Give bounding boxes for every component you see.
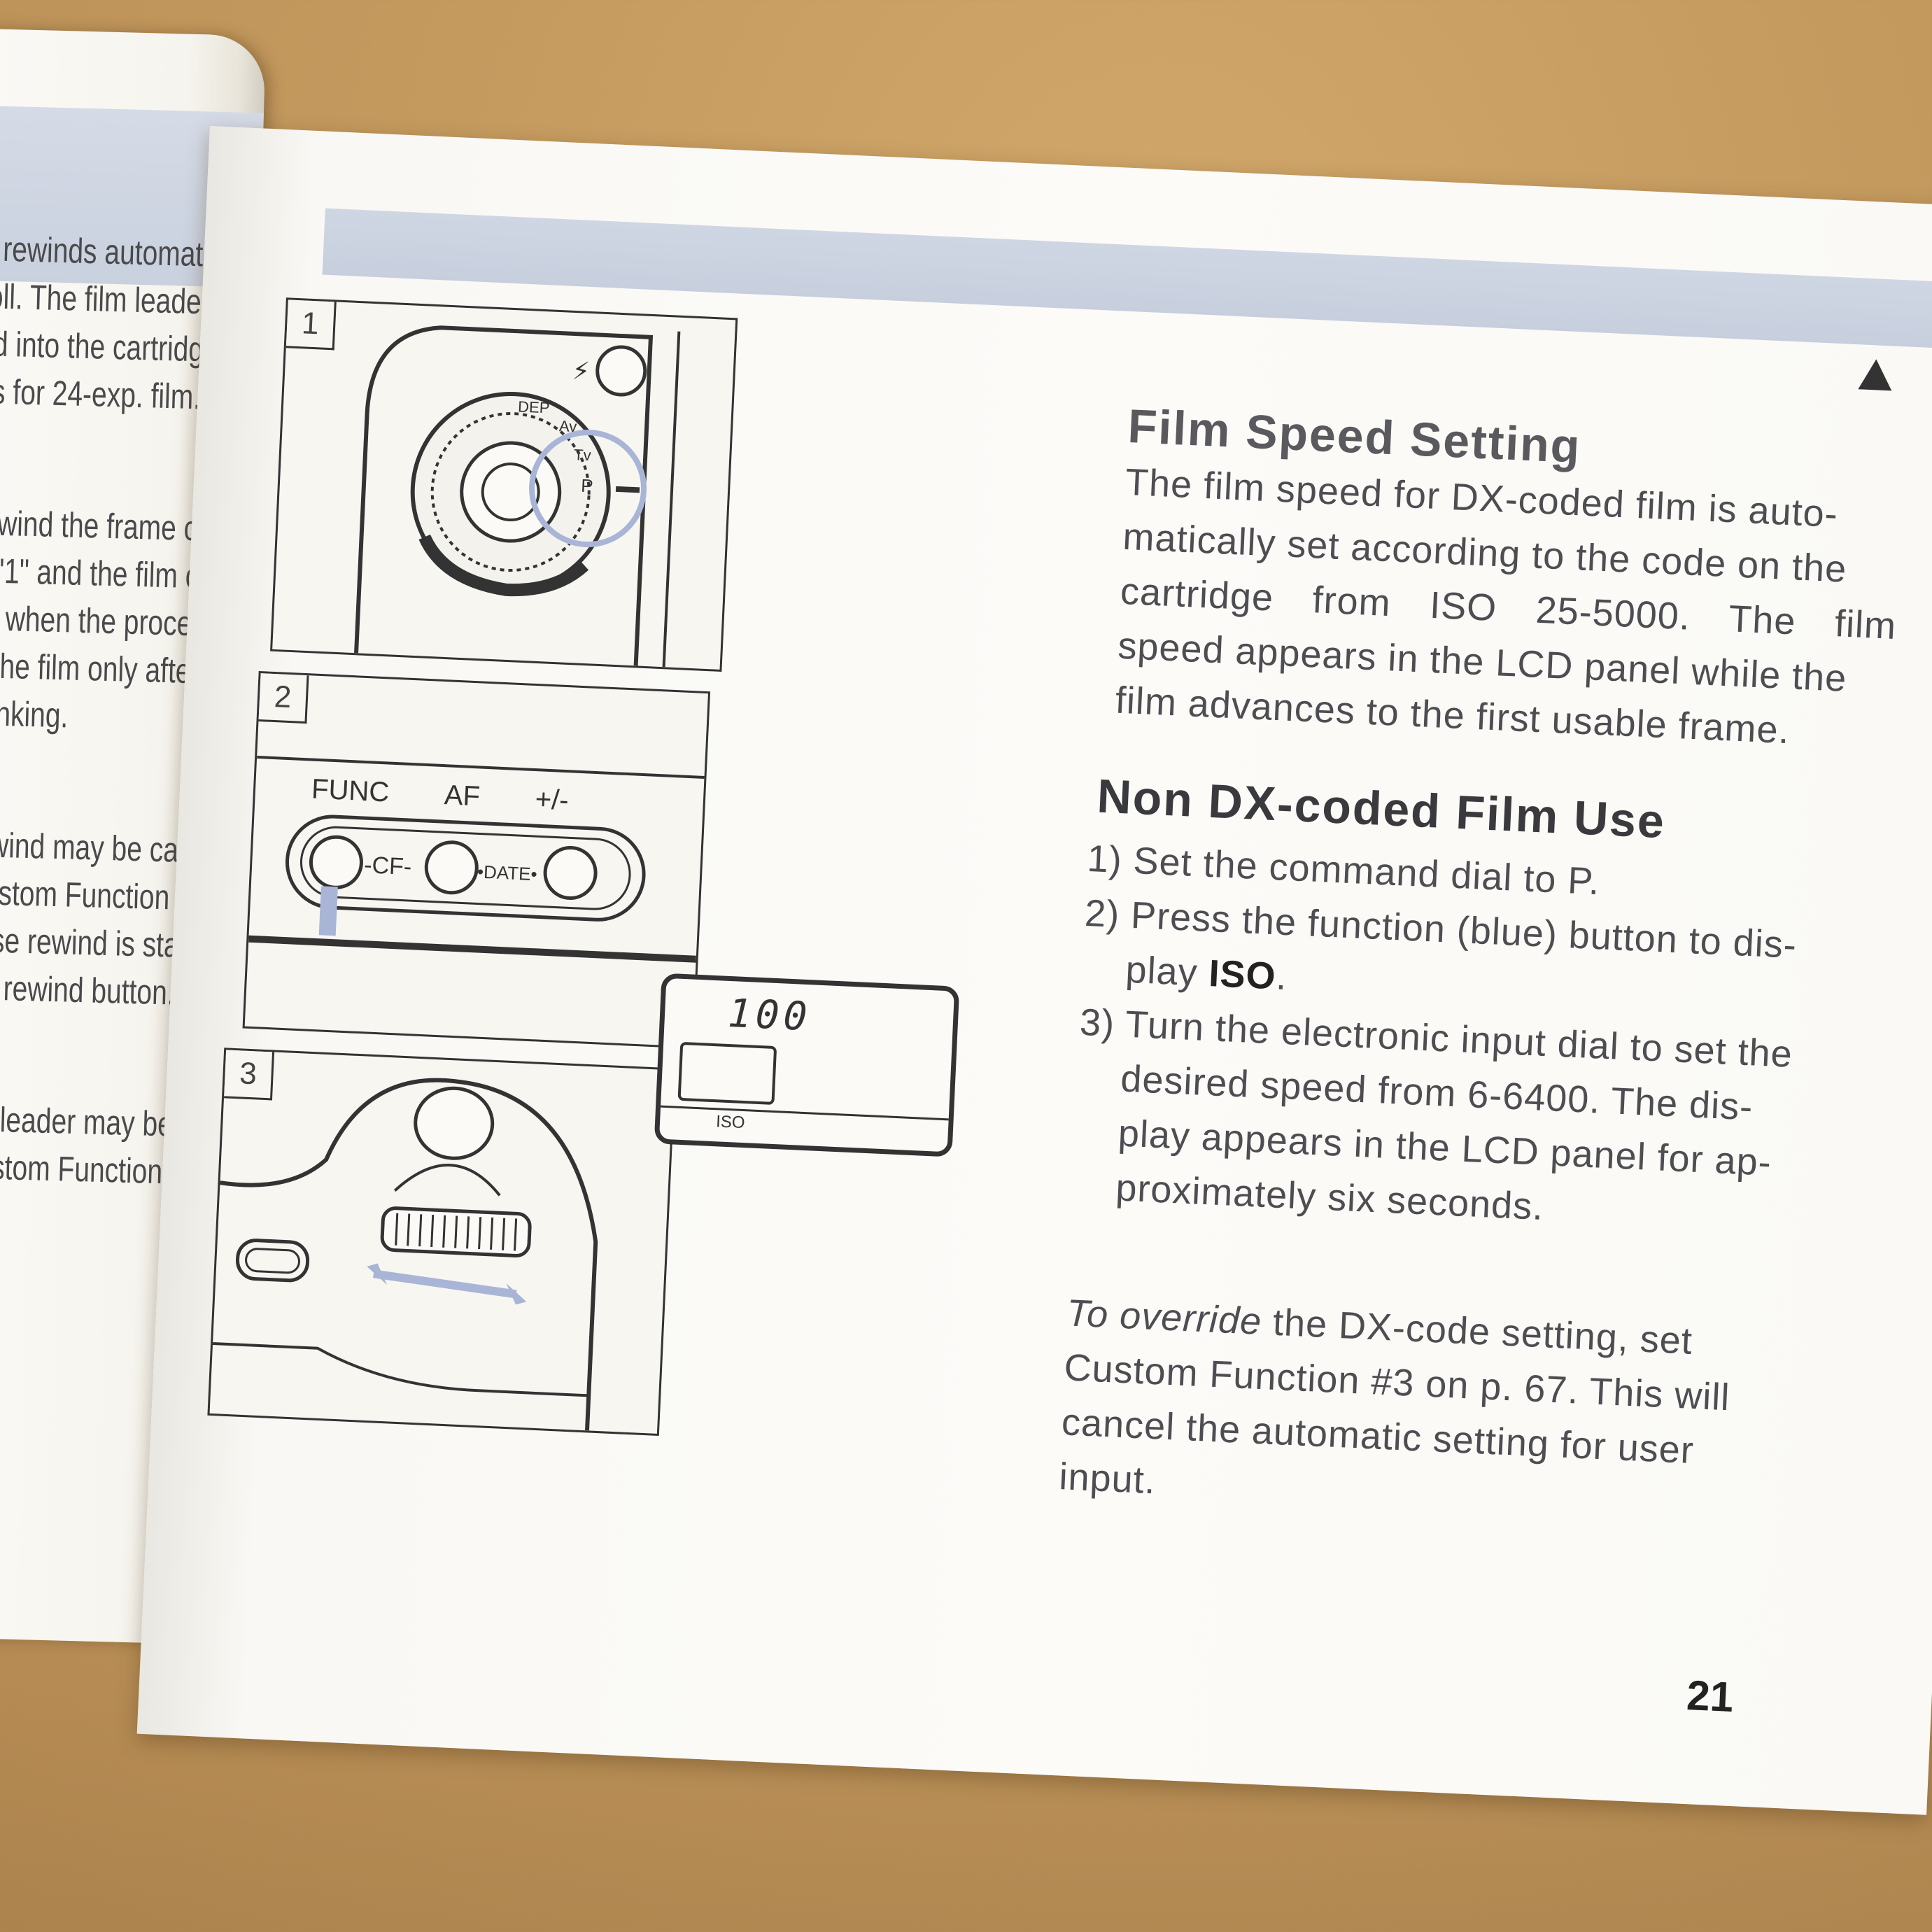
input-dial-illustration xyxy=(212,1078,598,1431)
function-buttons-illustration: FUNC AF +/- -CF- •DATE• xyxy=(248,755,705,963)
left-line: ilm rewind button. xyxy=(0,968,176,1013)
dial-mode-label: DEP xyxy=(518,397,550,416)
lcd-readout: 100 xyxy=(726,990,812,1041)
lcd-divider xyxy=(661,1105,949,1121)
step-2-end: . xyxy=(1275,955,1288,999)
highlight-circle xyxy=(529,430,647,548)
step-2-text: play xyxy=(1124,948,1210,994)
af-button xyxy=(424,840,479,895)
figure-number: 3 xyxy=(223,1050,275,1101)
left-line: nd into the cartridge in abo xyxy=(0,323,266,372)
left-line: ks when the process has xyxy=(0,598,266,645)
func-label: FUNC xyxy=(311,774,390,808)
left-line: Custom Function #1 xyxy=(0,1146,201,1192)
flash-icon: ⚡ xyxy=(572,357,591,386)
cf-label: -CF- xyxy=(363,852,412,880)
figure-2: 2 FUNC AF +/- -CF- •DATE• xyxy=(242,670,711,1049)
iso-term: ISO xyxy=(1208,952,1277,998)
triangle-up-icon xyxy=(1858,358,1894,391)
figure-3: 3 xyxy=(207,1048,676,1437)
left-line: roll. The film leader is com xyxy=(0,276,266,324)
lcd-segment-box xyxy=(677,1041,777,1106)
exposure-comp-label: +/- xyxy=(535,784,570,816)
command-dial-illustration: P Tv Av DEP ⚡ xyxy=(354,325,681,668)
left-line: blinking. xyxy=(0,693,69,735)
override-note: To override the DX-code setting, set Cus… xyxy=(1058,1285,1865,1539)
left-line: o "1" and the film cartri xyxy=(0,551,246,597)
lcd-iso-label: ISO xyxy=(715,1112,746,1133)
left-line: Custom Function #1 o xyxy=(0,872,231,919)
left-line: rewind the frame counte xyxy=(0,502,266,550)
steps-list: 1) Set the command dial to P. 2) Press t… xyxy=(1071,831,1886,1249)
exposure-comp-button xyxy=(543,845,598,900)
left-line: n rewinds automatically at xyxy=(0,229,266,276)
lcd-panel: 100 ISO xyxy=(654,973,960,1157)
af-label: AF xyxy=(444,780,481,812)
dial-mode-label: Tv xyxy=(574,446,592,464)
left-line: case rewind is started xyxy=(0,919,227,966)
note-italic: To override xyxy=(1065,1292,1263,1343)
press-arrow-icon xyxy=(318,886,338,936)
function-button xyxy=(309,835,363,889)
left-line: ds for 24-exp. film. xyxy=(0,371,202,417)
film-speed-paragraph: The film speed for DX-coded film is auto… xyxy=(1114,455,1903,763)
left-line: e the film only after the xyxy=(0,646,246,692)
figure-number: 1 xyxy=(285,299,337,351)
page-number: 21 xyxy=(1685,1672,1735,1721)
left-page-text: n rewinds automatically at roll. The fil… xyxy=(0,225,266,1195)
figure-number: 2 xyxy=(258,673,309,724)
arrow-left-icon xyxy=(367,1263,388,1285)
left-line: ilm leader may be left xyxy=(0,1099,217,1145)
left-line: rewind may be cance xyxy=(0,824,223,871)
dial-mode-label: P xyxy=(581,475,594,497)
arrow-right-icon xyxy=(506,1283,527,1305)
date-label: •DATE• xyxy=(477,861,537,884)
figure-1: 1 P Tv Av DEP ⚡ xyxy=(270,297,738,672)
right-page: 1 P Tv Av DEP ⚡ 2 FUNC AF +/- xyxy=(136,126,1932,1815)
